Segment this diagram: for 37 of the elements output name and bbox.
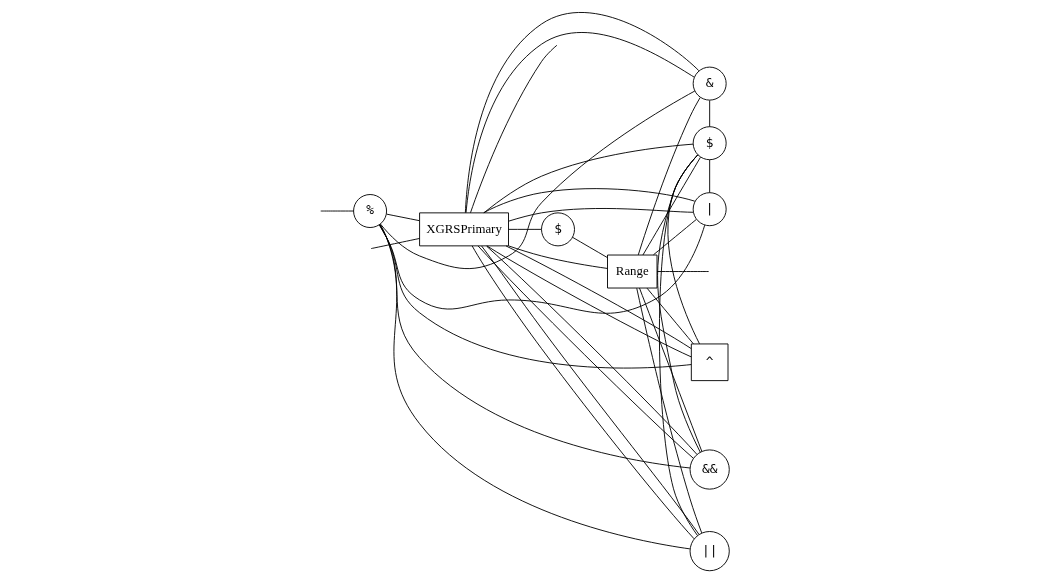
connector <box>571 236 608 258</box>
connector <box>507 245 608 269</box>
connector <box>370 238 420 250</box>
node-circle: || <box>689 531 730 572</box>
connector <box>385 213 420 222</box>
node-circle: $ <box>692 126 727 161</box>
connector <box>379 223 690 550</box>
connector <box>638 287 702 452</box>
connector <box>482 188 695 214</box>
node-box: Range <box>606 254 657 289</box>
node-circle: $ <box>540 212 575 247</box>
connector <box>652 219 697 256</box>
node-box: ^ <box>690 343 728 382</box>
connector <box>507 208 694 222</box>
connector <box>483 143 694 214</box>
node-circle: | <box>692 192 727 227</box>
connector <box>378 224 705 314</box>
node-circle: & <box>692 66 727 101</box>
node-circle: && <box>689 449 730 490</box>
connector <box>635 287 702 534</box>
connector <box>708 159 710 194</box>
connector <box>656 271 709 272</box>
node-circle: % <box>352 194 387 228</box>
connector <box>641 156 701 256</box>
connector <box>378 224 690 469</box>
connector <box>637 97 701 256</box>
connector <box>658 154 698 536</box>
connector <box>507 228 542 230</box>
connector <box>646 287 694 345</box>
connector <box>486 245 692 358</box>
connector <box>378 224 692 369</box>
node-box: XGRSPrimary <box>418 212 509 247</box>
connector <box>319 210 354 212</box>
connector <box>469 44 557 214</box>
connector <box>708 99 710 128</box>
connector <box>505 245 692 349</box>
connector <box>379 90 695 269</box>
